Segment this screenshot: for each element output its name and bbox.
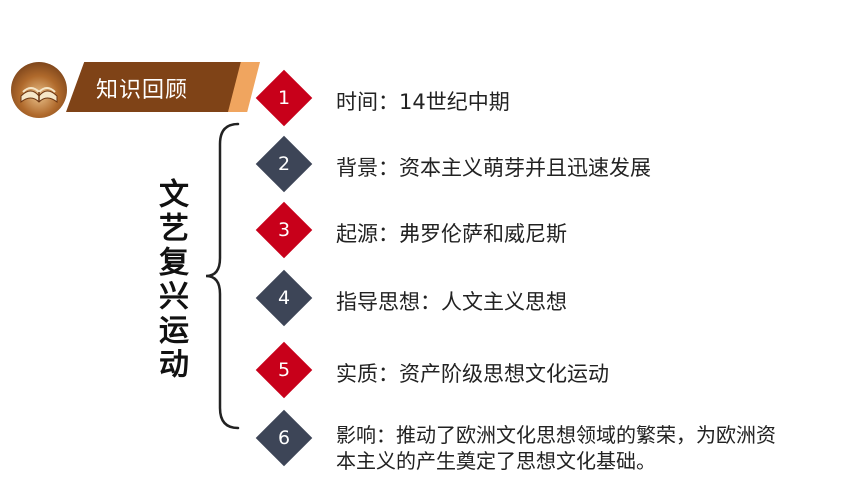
item-number: 3 [277, 219, 291, 241]
item-text: 时间：14世纪中期 [336, 90, 510, 114]
item-text: 指导思想：人文主义思想 [336, 290, 567, 314]
item-number: 6 [277, 427, 291, 449]
item-number: 2 [277, 153, 291, 175]
header-icon [11, 62, 67, 118]
item-text: 实质：资产阶级思想文化运动 [336, 362, 609, 386]
item-text: 起源：弗罗伦萨和威尼斯 [336, 222, 567, 246]
item-text: 背景：资本主义萌芽并且迅速发展 [336, 156, 651, 180]
header-title: 知识回顾 [96, 78, 189, 103]
item-number: 5 [277, 359, 291, 381]
topic-title: 文艺复兴运动 [153, 178, 188, 382]
header-banner [66, 62, 248, 112]
item-number: 4 [277, 287, 291, 309]
item-number: 1 [277, 87, 291, 109]
book-icon [20, 87, 58, 104]
item-text: 影响：推动了欧洲文化思想领域的繁荣，为欧洲资本主义的产生奠定了思想文化基础。 [336, 423, 776, 473]
curly-brace [205, 122, 240, 430]
